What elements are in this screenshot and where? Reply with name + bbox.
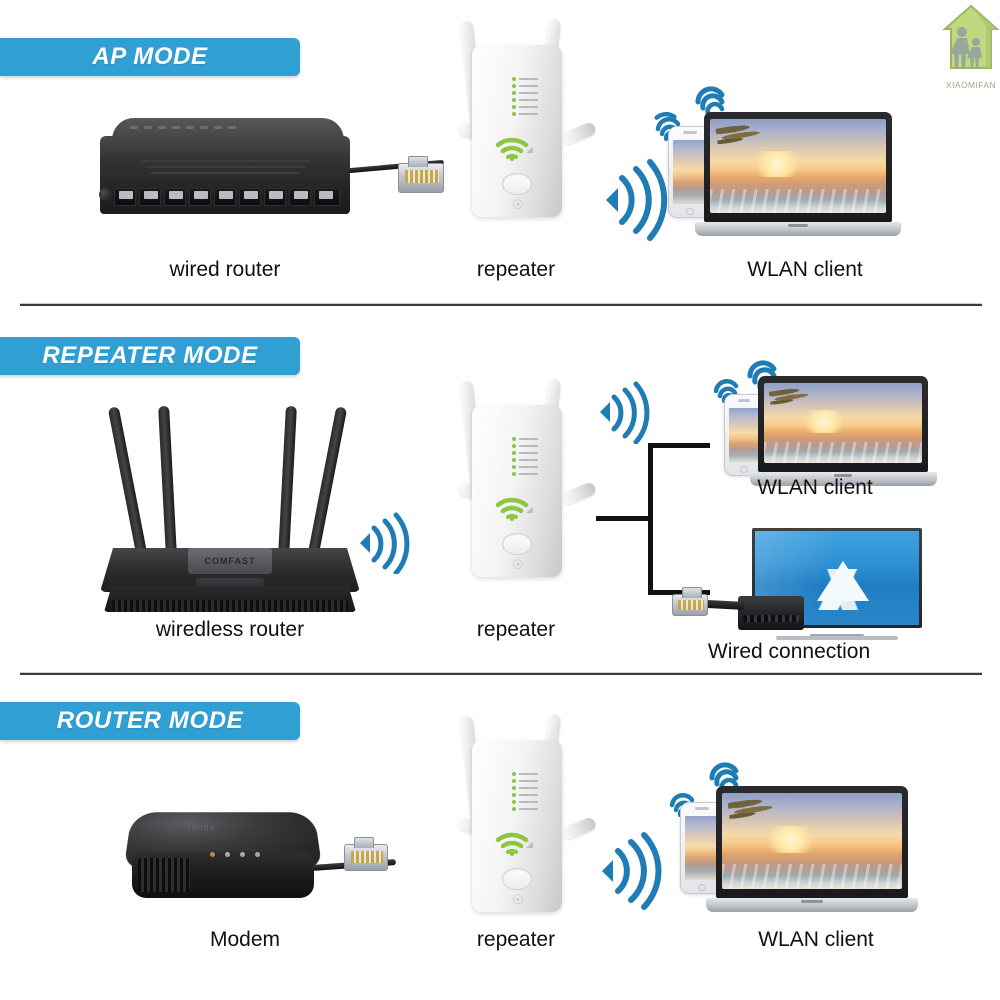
caption-repeater-row1: repeater [476,258,556,281]
wifi-signal-arcs-row3 [592,832,662,915]
repeater-power-mark-row2: ☉ [512,557,524,572]
wifi-signal-arcs-row2-left [352,512,412,579]
caption-wired-connection: Wired connection [707,640,871,663]
modem-device: Tenda [123,808,408,918]
wifi-signal-arcs-row2-right [592,380,652,449]
house-family-logo-icon [942,4,1000,69]
caption-repeater-row2: repeater [476,618,556,641]
wifi-signal-arcs-row1 [592,158,672,247]
repeater-device-row2: ☉ [450,365,598,605]
repeater-led-indicators-row3 [512,772,538,811]
watermark-text: XIAOMIFAN [946,80,996,90]
banner-label-repeater-mode: REPEATER MODE [42,342,258,369]
repeater-wps-button-row3[interactable] [502,868,532,890]
repeater-power-mark-row3: ☉ [512,892,524,907]
repeater-led-indicators-row2 [512,437,538,476]
section-divider-2 [20,672,982,675]
repeater-wps-button-row1[interactable] [502,173,532,195]
caption-wlan-client-row3: WLAN client [758,928,874,951]
rj45-connector-row2 [672,587,708,616]
caption-wlan-client-row2: WLAN client [757,476,873,499]
caption-repeater-row3: repeater [476,928,556,951]
rj45-connector-row1 [398,156,444,193]
television-client [752,528,922,640]
repeater-power-mark-row1: ☉ [512,197,524,212]
repeater-device-row1: ☉ [450,5,598,245]
repeater-device-row3: ☉ [450,700,598,940]
caption-wlan-client-row1: WLAN client [747,258,863,281]
repeater-wifi-icon-row1 [494,133,534,166]
caption-modem: Modem [209,928,281,951]
set-top-box [738,596,804,630]
repeater-led-indicators-row1 [512,77,538,116]
wireless-router-device: COMFAST [100,398,360,618]
smartphone-client-row2 [724,394,764,476]
repeater-wifi-icon-row3 [494,828,534,861]
banner-label-ap-mode: AP MODE [92,43,208,70]
banner-router-mode: ROUTER MODE [0,702,300,740]
wifi-arcs-laptop-row1 [690,78,736,129]
caption-wireless-router: wiredless router [155,618,305,641]
laptop-client-row2 [749,376,937,486]
watermark-logo: XIAOMIFAN [942,2,1000,94]
caption-wired-router: wired router [169,258,281,281]
laptop-client-row3 [706,786,918,912]
router-brand-label: COMFAST [204,556,256,566]
rj45-connector-row3 [344,837,388,871]
section-divider-1 [20,303,982,306]
banner-label-router-mode: ROUTER MODE [56,707,244,734]
repeater-wps-button-row2[interactable] [502,533,532,555]
wired-router-switch [99,118,450,238]
banner-ap-mode: AP MODE [0,38,300,76]
laptop-client-row1 [694,112,902,236]
connection-bracket [596,438,710,624]
repeater-wifi-icon-row2 [494,493,534,526]
banner-repeater-mode: REPEATER MODE [0,337,300,375]
